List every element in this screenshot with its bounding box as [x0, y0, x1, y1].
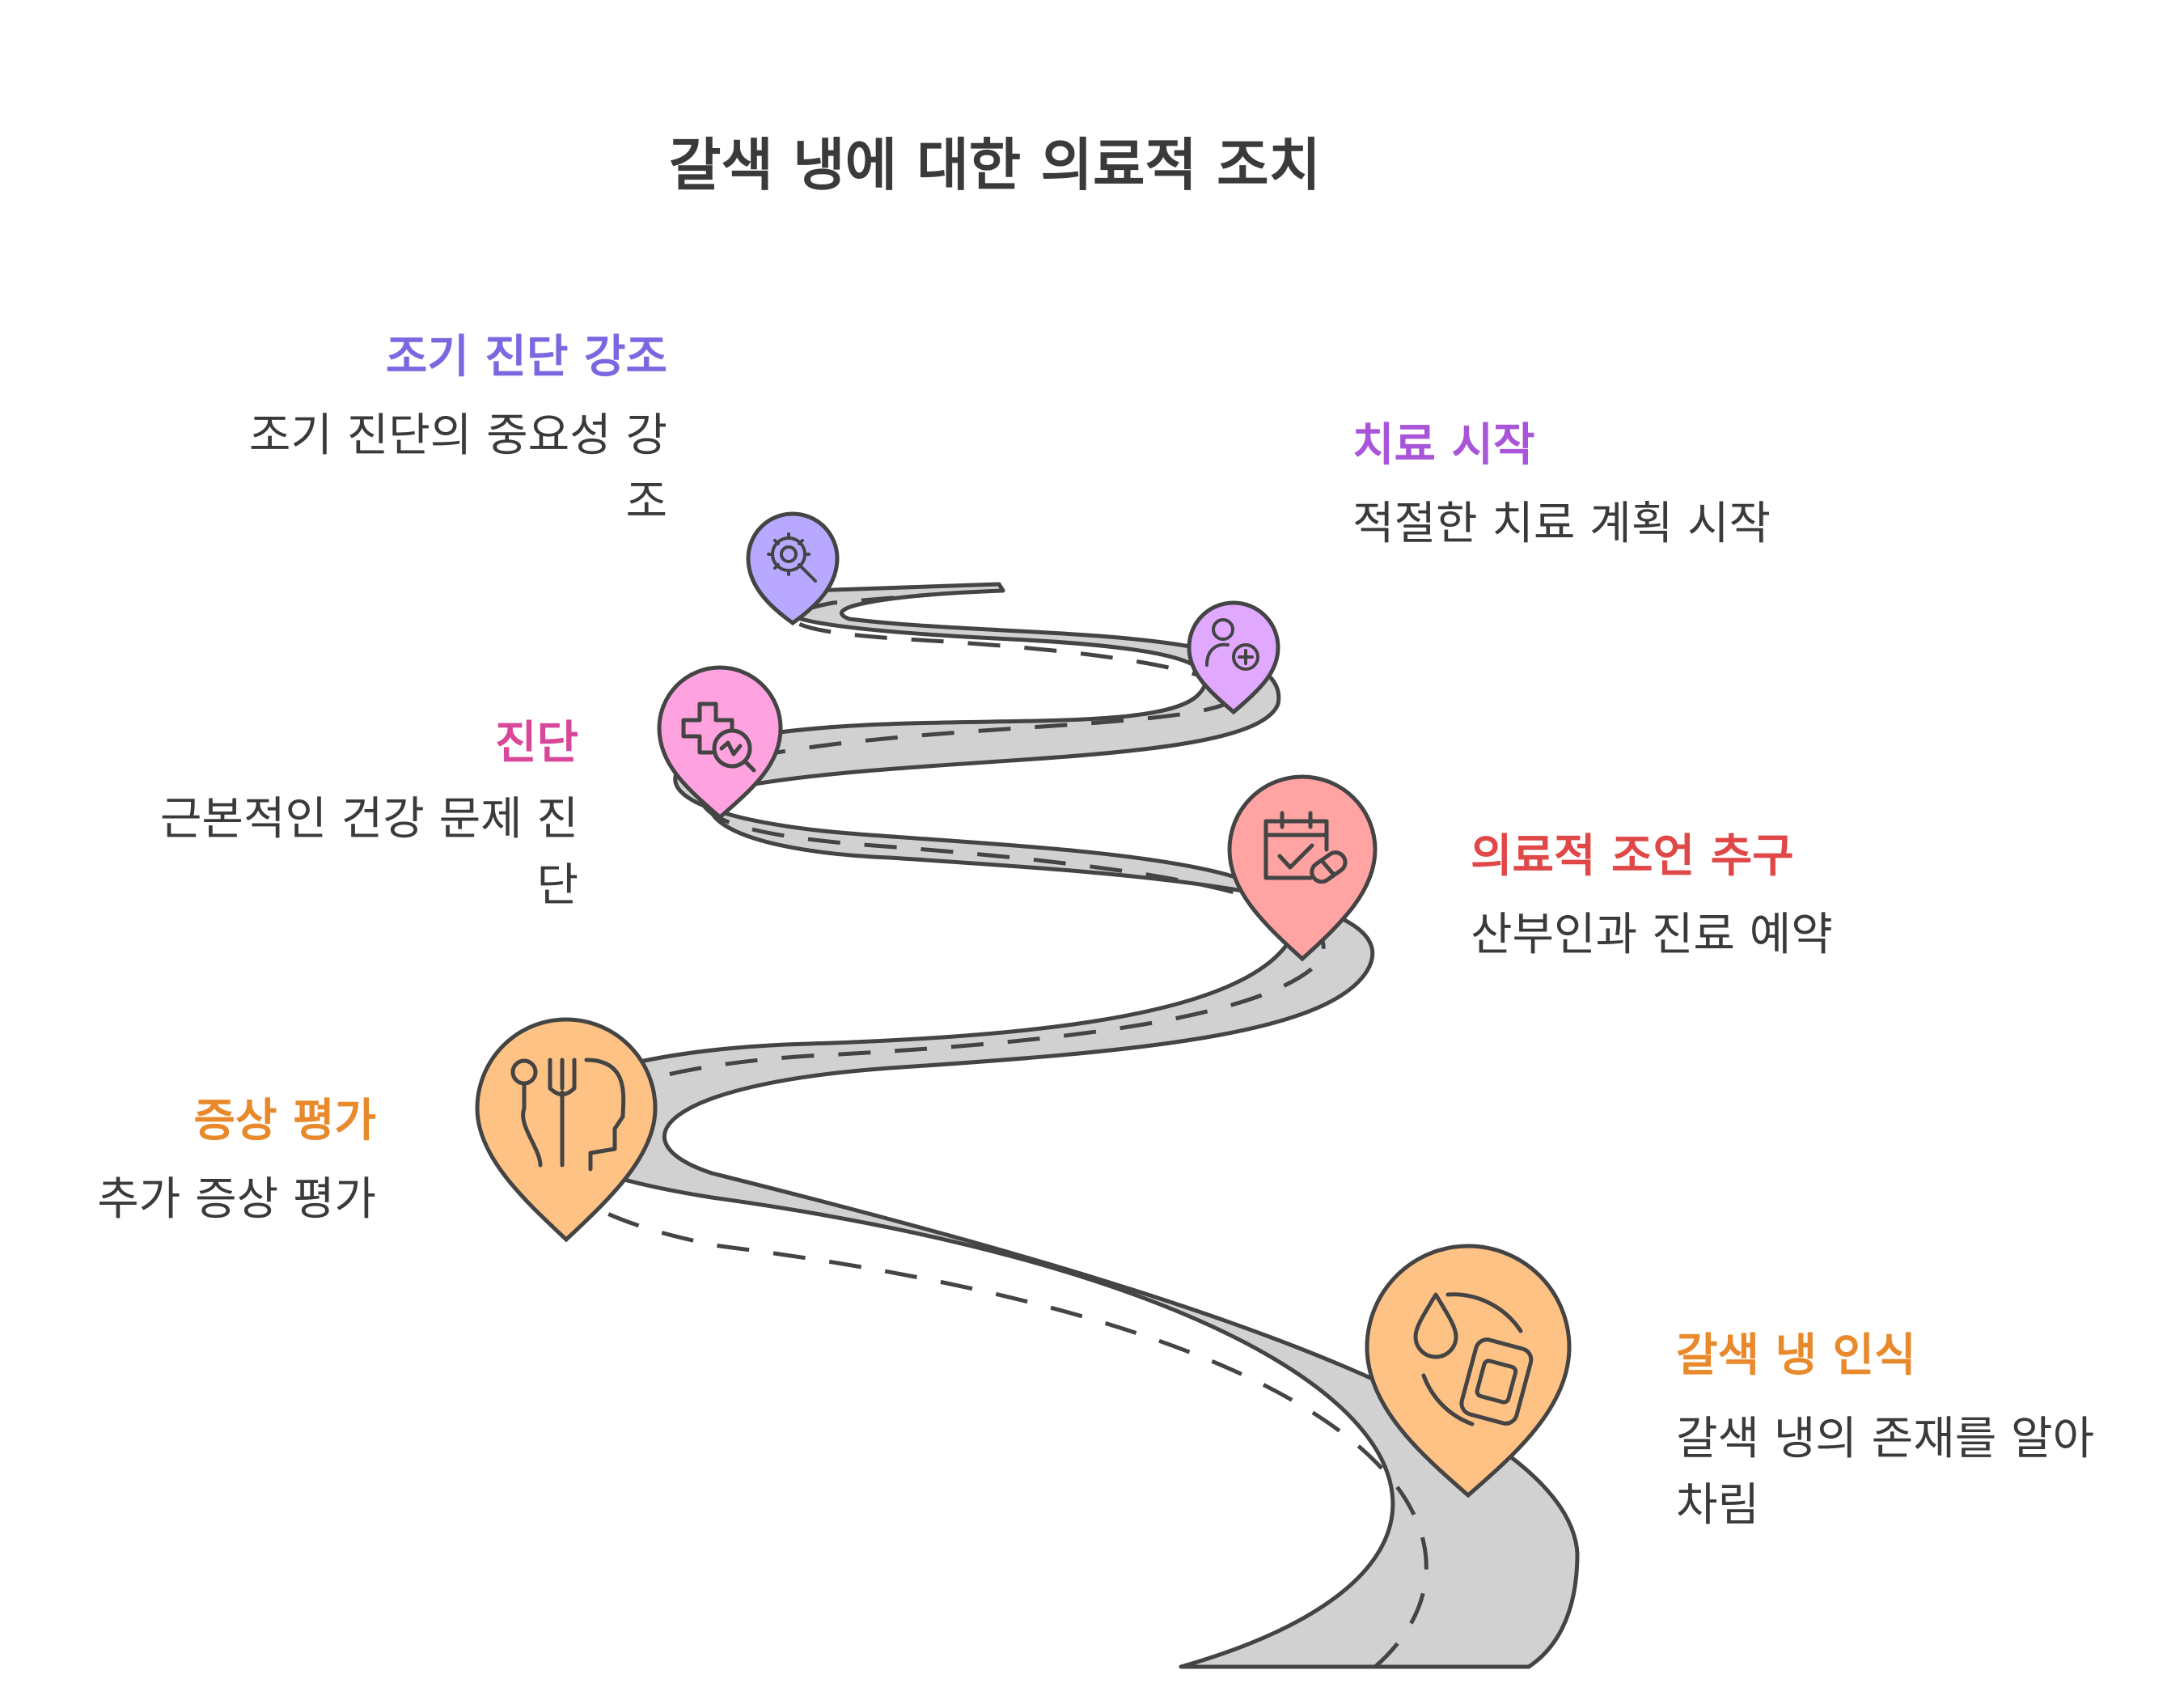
- road-surface: [527, 582, 1580, 1669]
- doctor-icon: [1205, 618, 1259, 671]
- pin-marker: [657, 665, 783, 820]
- step-1-title: 갈색 냉 인식: [1676, 1329, 1916, 1382]
- pin-step-4: [657, 665, 783, 820]
- step-4-title: 진단: [494, 717, 578, 769]
- head-utensils-icon: [510, 1058, 626, 1172]
- step-3-desc: 산부인과 진료 예약: [1471, 909, 1833, 961]
- step-5-desc: 적절한 치료 계획 시작: [1352, 498, 1771, 550]
- drop-pad-icon: [1413, 1292, 1534, 1426]
- pin-step-3: [1227, 774, 1378, 962]
- virus-search-icon: [767, 532, 817, 583]
- pin-step-2: [475, 1017, 658, 1243]
- step-2-title: 증상 평가: [193, 1095, 376, 1147]
- calendar-pill-icon: [1263, 811, 1348, 884]
- step-6-desc: 조기 진단의 중요성 강조: [248, 409, 667, 528]
- medical-search-icon: [681, 702, 756, 773]
- pin-step-1: [1365, 1244, 1572, 1498]
- pin-marker: [475, 1017, 658, 1243]
- pin-step-6: [746, 511, 840, 626]
- step-6-title: 조기 진단 강조: [385, 331, 667, 384]
- step-3-title: 의료적 조언 추구: [1471, 830, 1794, 883]
- step-5-title: 치료 시작: [1352, 419, 1535, 472]
- step-4-desc: 근본적인 건강 문제 진단: [159, 793, 578, 912]
- step-1-desc: 갈색 냉의 존재를 알아 차림: [1676, 1413, 2095, 1532]
- pin-step-5: [1187, 600, 1280, 715]
- diagram-title: 갈색 냉에 대한 의료적 조치: [669, 132, 1321, 198]
- step-2-desc: 추가 증상 평가: [97, 1173, 376, 1226]
